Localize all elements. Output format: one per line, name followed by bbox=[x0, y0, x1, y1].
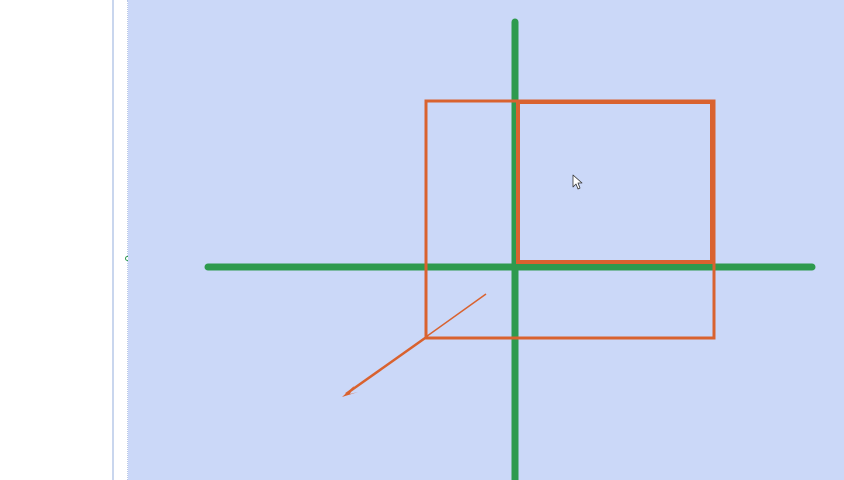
arrow-head-icon bbox=[342, 386, 358, 397]
canvas-drawing[interactable] bbox=[128, 0, 844, 480]
inner-rectangle[interactable] bbox=[516, 100, 714, 264]
outer-rectangle[interactable] bbox=[424, 99, 716, 340]
arrow-cursor-icon bbox=[572, 174, 583, 190]
left-panel bbox=[0, 0, 112, 480]
drawing-canvas[interactable] bbox=[128, 0, 844, 480]
panel-divider[interactable] bbox=[112, 0, 114, 480]
arrow-line-thick bbox=[345, 334, 429, 396]
ruler-gutter bbox=[114, 0, 128, 480]
